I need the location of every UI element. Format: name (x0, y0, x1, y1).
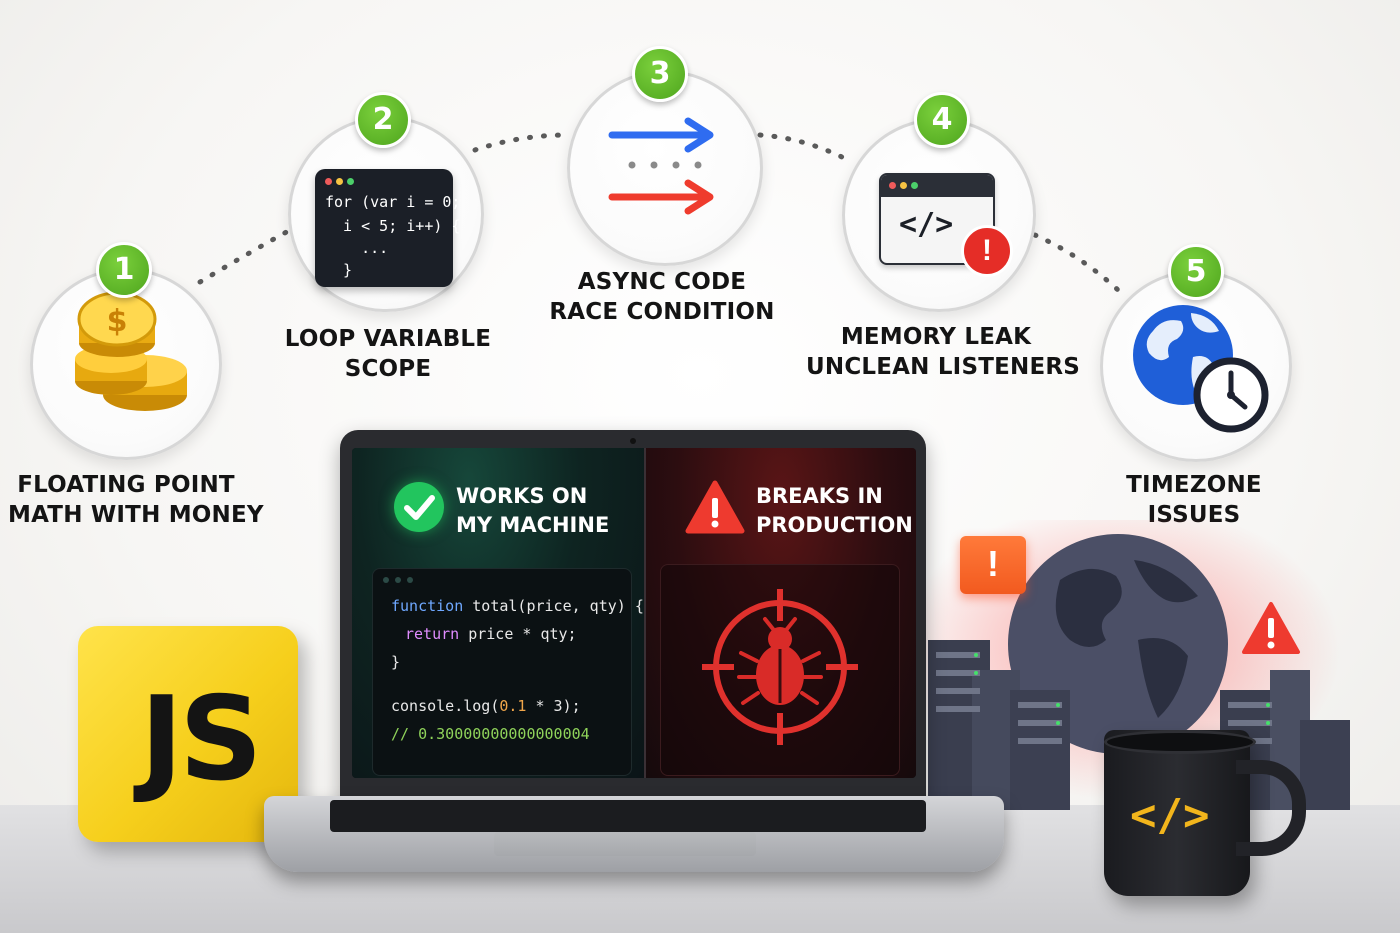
breaks-line1: BREAKS IN (756, 484, 883, 508)
step-2-circle: for (var i = 0; i < 5; i++) { ... } (288, 116, 484, 312)
code-line-return: return price * qty; (405, 625, 577, 643)
works-line2: MY MACHINE (456, 513, 610, 537)
works-heading: WORKS ON MY MACHINE (456, 482, 609, 540)
loop-code-line-1: for (var i = 0; (325, 193, 461, 211)
laptop-keyboard (330, 800, 926, 832)
step-5-line1: TIMEZONE (1126, 472, 1262, 498)
step-3-badge: 3 (632, 46, 688, 102)
step-4-line2: UNCLEAN LISTENERS (806, 354, 1081, 380)
warning-circle-icon: ! (961, 225, 1013, 277)
dot-yellow (336, 178, 343, 185)
js-logo-cube (78, 626, 298, 842)
coin-dollar-text: $ (107, 304, 128, 339)
step-4-line1: MEMORY LEAK (840, 324, 1032, 350)
works-panel: WORKS ON MY MACHINE function total(price… (352, 448, 644, 778)
browser-code-symbol: </> (899, 207, 954, 242)
step-3-line2: RACE CONDITION (549, 299, 775, 325)
code-line-close: } (391, 653, 401, 671)
step-1-line2: MATH WITH MONEY (8, 502, 264, 528)
step-3-circle (567, 70, 763, 266)
step-2-line2: SCOPE (344, 356, 432, 382)
laptop-screen: WORKS ON MY MACHINE function total(price… (352, 448, 916, 778)
alert-square-icon: ! (960, 536, 1026, 594)
step-5-badge: 5 (1168, 244, 1224, 300)
alert-triangle-icon (1242, 602, 1300, 654)
works-line1: WORKS ON (456, 484, 588, 508)
step-2-label: LOOP VARIABLE SCOPE (270, 324, 506, 384)
bug-panel (660, 564, 900, 776)
loop-code-line-3: ... (325, 239, 389, 257)
code-editor: function total(price, qty) { return pric… (372, 568, 644, 776)
code-line-function: function total(price, qty) { (391, 597, 644, 615)
dot-red (325, 178, 332, 185)
check-circle-icon (394, 482, 444, 532)
globe-clock-icon (1133, 305, 1269, 433)
breaks-panel: BREAKS IN PRODUCTION (646, 448, 916, 778)
code-line-log: console.log(0.1 * 3); (391, 697, 581, 715)
arrows-icon (608, 117, 714, 215)
breaks-line2: PRODUCTION (756, 513, 913, 537)
coins-icon: $ (75, 291, 187, 411)
mug-rim (1104, 730, 1256, 754)
step-1-circle: $ (30, 268, 222, 460)
step-3-line1: ASYNC CODE (577, 269, 747, 295)
browser-titlebar (881, 175, 993, 197)
step-1-badge: 1 (96, 242, 152, 298)
code-line-comment: // 0.30000000000000004 (391, 725, 590, 743)
step-4-label: MEMORY LEAK UNCLEAN LISTENERS (806, 322, 1081, 382)
js-logo-text: JS (140, 672, 263, 807)
step-1-label: FLOATING POINT MATH WITH MONEY (8, 470, 264, 530)
step-4-circle: </> ! (842, 118, 1036, 312)
warning-triangle-icon (685, 480, 745, 534)
dot-green (347, 178, 354, 185)
laptop-trackpad (494, 832, 756, 856)
bug-target-icon (702, 589, 858, 745)
step-2-badge: 2 (355, 92, 411, 148)
step-4-badge: 4 (914, 92, 970, 148)
screen-divider (644, 448, 646, 778)
loop-code-line-4: } (325, 261, 353, 279)
step-2-line1: LOOP VARIABLE (284, 326, 492, 352)
coffee-mug: </> (1104, 730, 1256, 896)
mug-code-symbol: </> (1130, 790, 1210, 841)
code-window-icon: for (var i = 0; i < 5; i++) { ... } (315, 169, 460, 287)
step-3-label: ASYNC CODE RACE CONDITION (544, 267, 780, 327)
loop-code-line-2: i < 5; i++) { (325, 217, 461, 235)
laptop-camera (630, 438, 636, 444)
step-1-line1: FLOATING POINT (17, 472, 235, 498)
breaks-heading: BREAKS IN PRODUCTION (756, 482, 913, 540)
